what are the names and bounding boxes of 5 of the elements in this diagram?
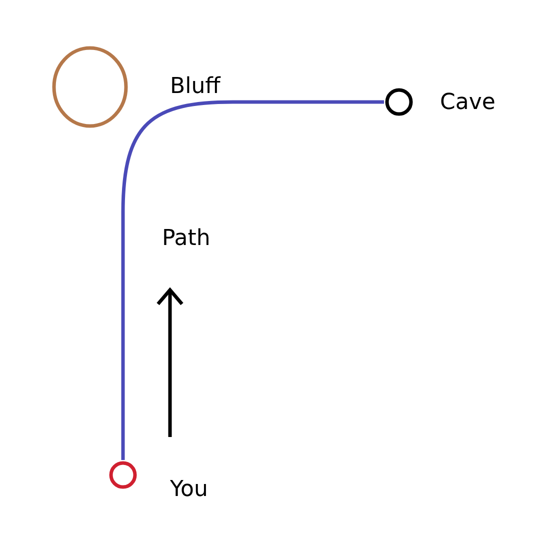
edge-label: Path [162, 228, 210, 250]
place-label: Cave [440, 92, 496, 114]
place-label: You [170, 479, 208, 501]
place-label: Bluff [170, 76, 220, 98]
path-line [121, 100, 384, 460]
